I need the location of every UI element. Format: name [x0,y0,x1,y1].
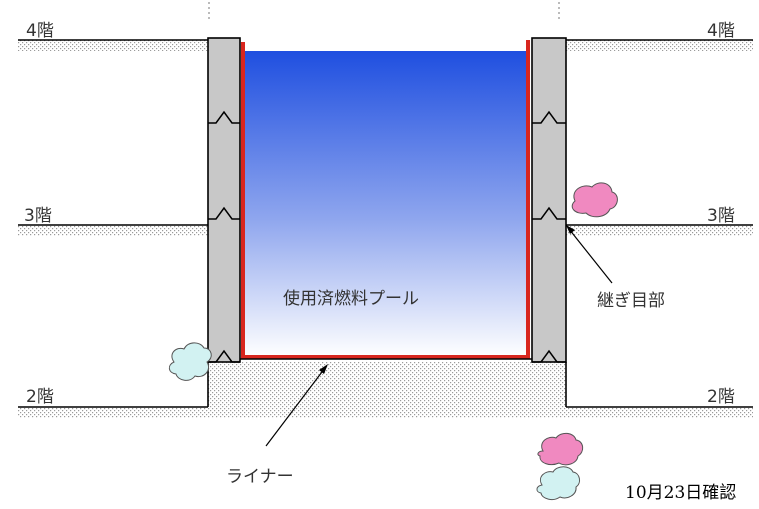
date-label: 10月23日確認 [625,483,737,503]
liner-label: ライナー [226,467,294,487]
legend-pink-stain-icon [537,432,584,466]
pool-base-slab [208,362,566,418]
joint-label: 継ぎ目部 [597,291,665,311]
floor-label-3f-left: 3階 [24,206,52,226]
floor-label-2f-right: 2階 [707,387,735,407]
legend-cyan-stain-icon [536,466,581,501]
floor-label-4f-right: 4階 [707,21,735,41]
floor-slab-2f-left [18,407,208,418]
joint-arrow-head [566,225,575,234]
floor-slab-3f-left [18,225,208,236]
floor-slab-2f-right [566,407,753,418]
floor-label-3f-right: 3階 [707,206,735,226]
left-wall [207,37,241,363]
pool-water [244,51,528,357]
floor-slab-4f-left [18,40,208,51]
cyan-stain-wall [168,342,212,381]
liner [241,40,530,359]
liner-arrow-head [319,364,328,374]
pool-label: 使用済燃料プール [283,289,419,309]
floor-lines [18,39,753,408]
wall-joints [208,110,566,363]
floor-label-4f-left: 4階 [26,21,54,41]
pink-stain-wall [571,182,618,218]
leader-lines [265,228,613,447]
right-wall [531,37,567,363]
floor-slab-3f-right [566,225,753,236]
floor-label-2f-left: 2階 [26,387,54,407]
floor-slab-4f-right [566,40,753,51]
